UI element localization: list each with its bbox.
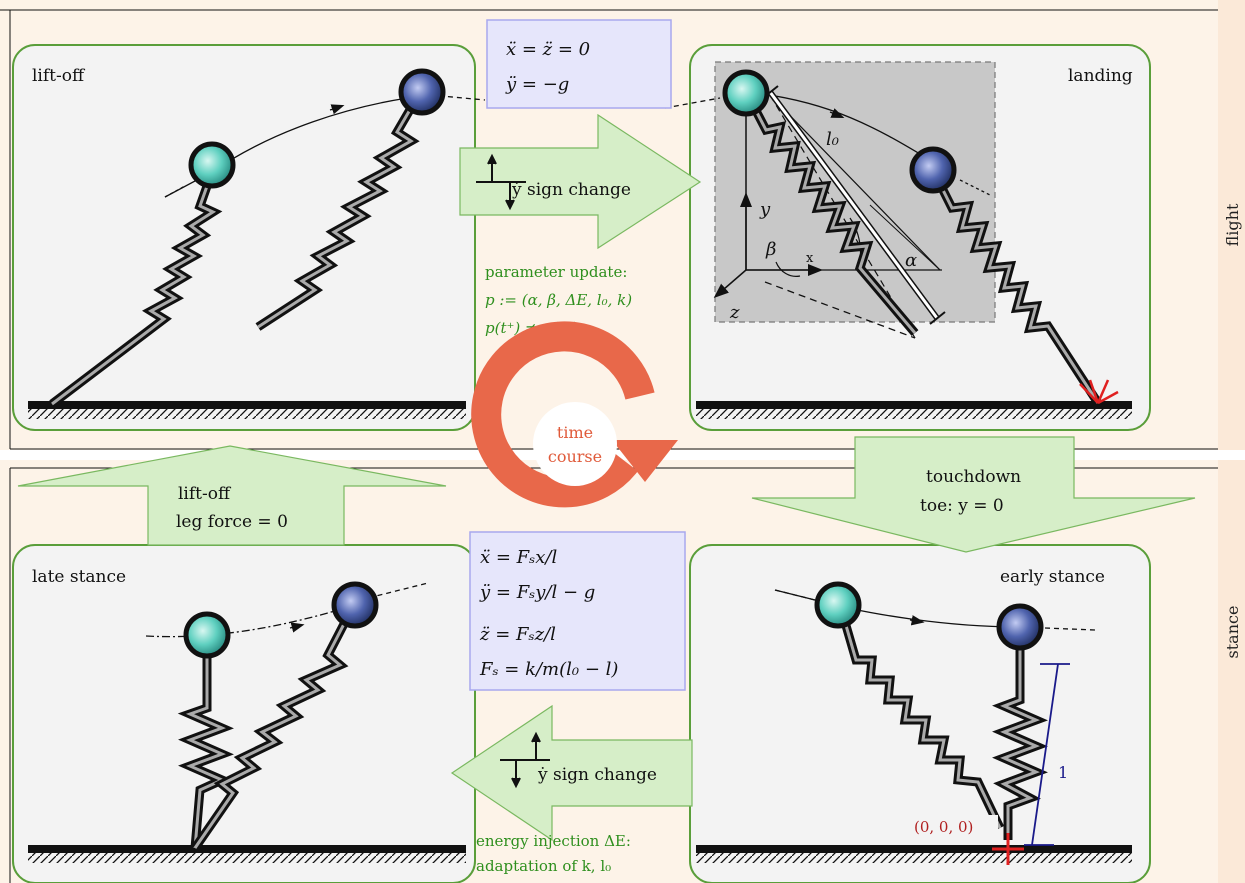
leg: [992, 648, 1048, 840]
panel-title: early stance: [1000, 567, 1105, 587]
coordinate-axes: y x z β α: [713, 94, 942, 339]
mass-light-icon: [188, 141, 236, 189]
flight-label: flight: [1223, 203, 1242, 246]
sign-change-label: ẏ sign change: [511, 180, 631, 200]
alpha-label: α: [905, 250, 917, 271]
ground: [696, 845, 1132, 863]
z-axis-label: z: [729, 302, 740, 323]
cycle-label-course: course: [548, 447, 602, 466]
stance-equations-box: ẍ = Fₛx/l ÿ = Fₛy/l − g z̈ = Fₛz/l Fₛ = …: [469, 531, 686, 691]
leg: [177, 655, 234, 849]
parameter-update-definition: p := (α, β, ΔE, l₀, k): [485, 291, 632, 309]
touchdown-marker-icon: [1079, 379, 1119, 405]
leg: [748, 100, 919, 336]
time-course-cycle-icon: time course: [471, 321, 678, 508]
arrow-liftoff: lift-off leg force = 0: [17, 445, 447, 546]
panel-landing: landing y x z β α: [664, 44, 1151, 431]
flight-equations-box: ẍ = z̈ = 0 ÿ = −g: [486, 19, 672, 109]
panel-liftoff: lift-off: [12, 44, 486, 431]
panel-title: late stance: [32, 567, 126, 587]
mass-light-icon: [183, 611, 231, 659]
energy-injection-title: energy injection ΔE:: [476, 832, 631, 850]
y-axis-label: y: [759, 199, 771, 220]
panel-late-stance: late stance: [12, 544, 476, 883]
leg: [840, 620, 1005, 830]
beta-label: β: [765, 239, 776, 260]
mass-light-icon: [814, 581, 862, 629]
arrow-flight-to-landing: ẏ sign change: [459, 113, 702, 250]
ground: [696, 401, 1132, 419]
arrow-touchdown: touchdown toe: y = 0: [751, 436, 1196, 553]
sign-change-icon: [476, 153, 526, 211]
sign-change-label: ẏ sign change: [537, 765, 657, 785]
equation: ẍ = Fₛx/l: [480, 547, 557, 568]
origin-cross-icon: [992, 833, 1024, 865]
mass-dark-icon: [398, 68, 446, 116]
arrow-stance-to-late: ẏ sign change: [450, 704, 693, 842]
trajectory: [145, 604, 356, 638]
sign-change-icon: [500, 731, 550, 789]
panel-title: landing: [1068, 66, 1133, 86]
equation: z̈ = Fₛz/l: [479, 624, 556, 645]
leg: [933, 177, 1102, 406]
energy-injection: energy injection ΔE: adaptation of k, l₀: [476, 832, 631, 875]
ground: [28, 845, 466, 863]
equation: ÿ = −g: [505, 74, 569, 95]
unit-length-label: 1: [1058, 763, 1068, 782]
mass-dark-icon: [909, 146, 957, 194]
panel-title: lift-off: [32, 66, 86, 86]
stance-label: stance: [1223, 606, 1242, 659]
leg: [49, 170, 223, 408]
equation: ẍ = z̈ = 0: [506, 39, 590, 60]
leg: [191, 619, 350, 851]
touchdown-label: touchdown: [926, 467, 1021, 487]
touchdown-toe-label: toe: y = 0: [920, 496, 1004, 516]
x-axis-label: x: [806, 251, 814, 266]
liftoff-force-label: leg force = 0: [176, 512, 288, 532]
cycle-label-time: time: [557, 423, 593, 442]
equation: ÿ = Fₛy/l − g: [479, 582, 595, 603]
ground: [28, 401, 466, 419]
energy-adaptation: adaptation of k, l₀: [476, 857, 611, 875]
mass-light-icon: [722, 69, 770, 117]
panel-early-stance: early stance 1 (0, 0, 0): [689, 544, 1151, 883]
parameter-update-title: parameter update:: [485, 263, 627, 281]
equation: Fₛ = k/m(l₀ − l): [479, 659, 618, 680]
leg-length-label: l₀: [826, 129, 839, 150]
liftoff-label: lift-off: [178, 484, 232, 504]
unit-length-dimension: [1024, 663, 1070, 846]
origin-label: (0, 0, 0): [914, 818, 973, 836]
mass-dark-icon: [996, 603, 1044, 651]
mass-dark-icon: [331, 581, 379, 629]
leg: [255, 93, 422, 331]
